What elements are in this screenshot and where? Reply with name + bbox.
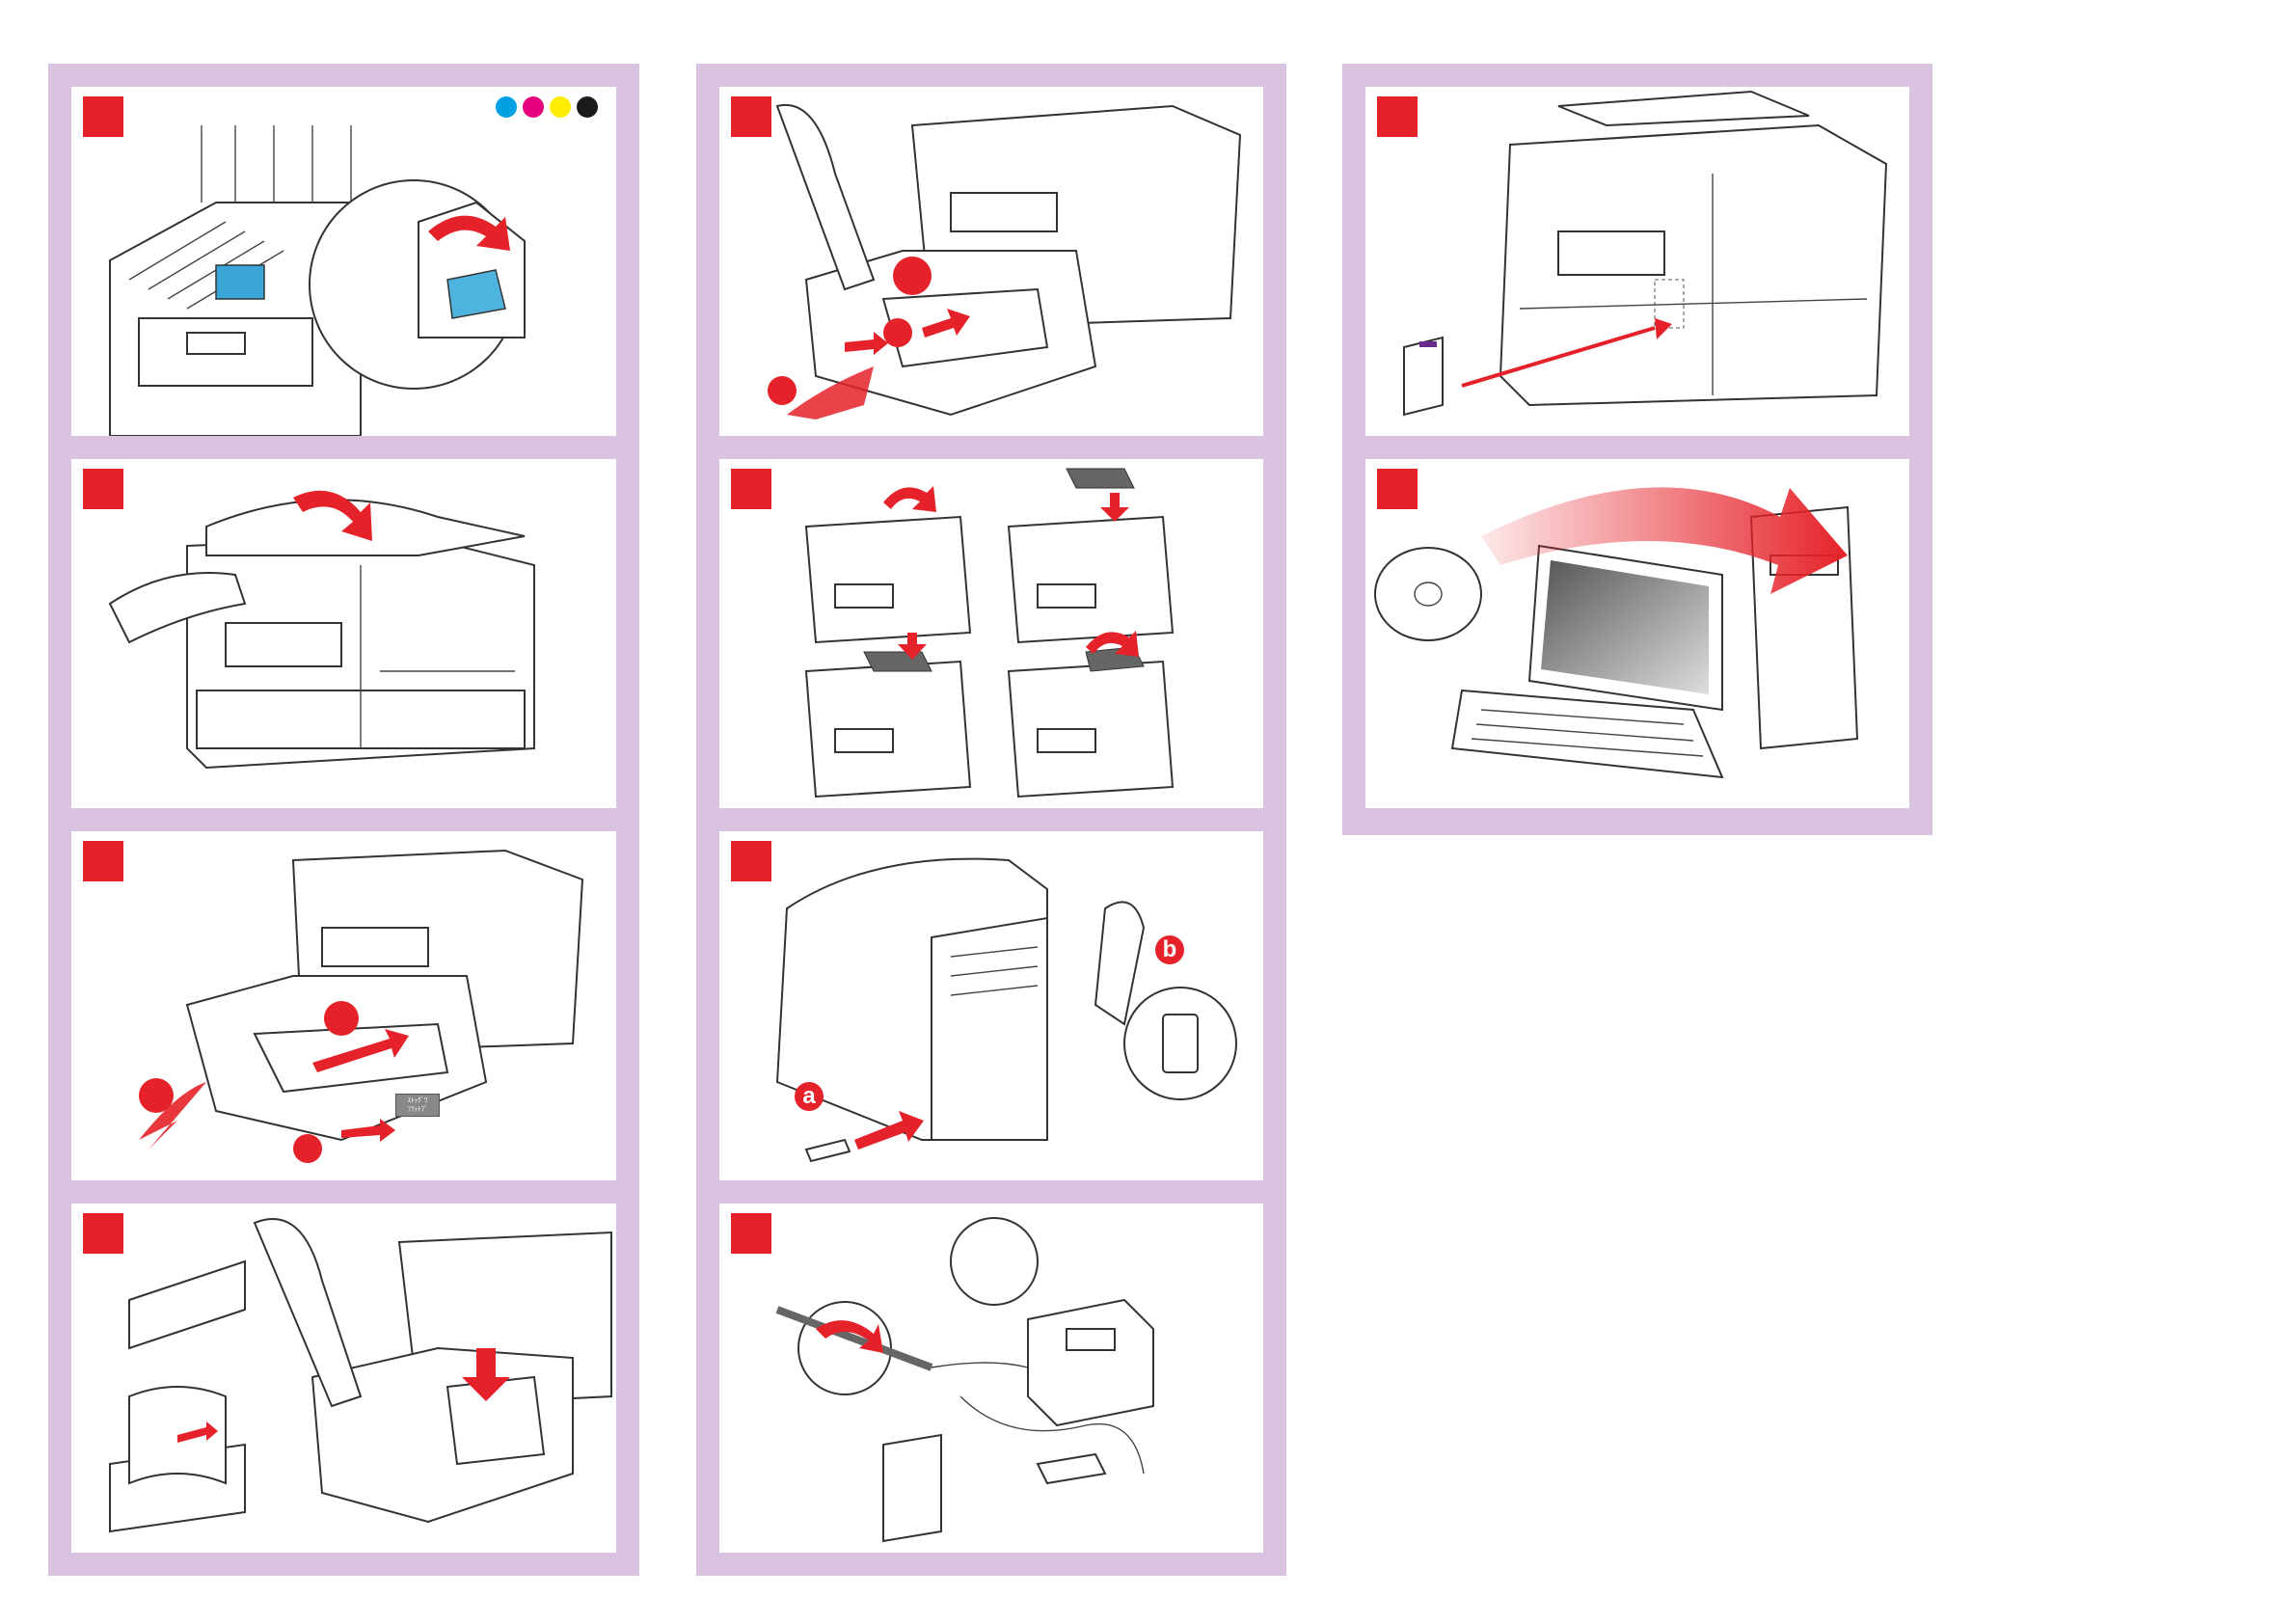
power-cord-icon (806, 1140, 850, 1161)
step-marker (1377, 469, 1418, 509)
printer-icon (71, 459, 616, 808)
panel-load-paper (71, 1204, 616, 1553)
printer-icon (1365, 87, 1909, 436)
callout-dot-2 (139, 1078, 174, 1113)
toner-dot-black (577, 96, 598, 118)
tray-label-sticker: ｽﾄｯｸﾞﾜ ﾌﾗｯﾄﾌﾞ (395, 1094, 440, 1117)
computer-icon (883, 1435, 941, 1541)
panel-close-cover (71, 459, 616, 808)
tray-label-line-2: ﾌﾗｯﾄﾌﾞ (398, 1105, 437, 1114)
panel-open-tray: ｽﾄｯｸﾞﾜ ﾌﾗｯﾄﾌﾞ (71, 831, 616, 1180)
step-marker (1377, 96, 1418, 137)
step-marker (731, 1213, 771, 1254)
paper-stack-icon (71, 1204, 616, 1553)
label-b: b (1155, 935, 1184, 964)
usb-cable-icon (719, 1204, 1263, 1553)
panel-adjust-guides (719, 87, 1263, 436)
step-marker (731, 841, 771, 881)
toner-dot-cyan (496, 96, 517, 118)
step-marker (731, 469, 771, 509)
panel-support-flap (719, 459, 1263, 808)
callout-dot-1 (893, 257, 932, 295)
panel-manual (1365, 87, 1909, 436)
callout-dot-2 (883, 318, 912, 347)
panel-software-install (1365, 459, 1909, 808)
panel-toner-install (71, 87, 616, 436)
callout-dot-3 (768, 376, 797, 405)
panel-connect-cables (719, 1204, 1263, 1553)
step-marker (83, 469, 123, 509)
step-marker (83, 1213, 123, 1254)
tray-label-line-1: ｽﾄｯｸﾞﾜ (398, 1096, 437, 1105)
toner-dot-magenta (523, 96, 544, 118)
callout-dot-1 (324, 1001, 359, 1036)
step-marker (83, 841, 123, 881)
step-marker (83, 96, 123, 137)
printer-icon (719, 831, 1263, 1180)
panel-connect-power: a b (719, 831, 1263, 1180)
computer-icon (1365, 459, 1909, 808)
printer-icon (71, 87, 616, 436)
cd-icon (1375, 548, 1481, 640)
callout-dot-3 (293, 1134, 322, 1163)
network-hub-icon (1038, 1454, 1105, 1483)
toner-dot-yellow (550, 96, 571, 118)
step-marker (731, 96, 771, 137)
manual-booklet-icon (1404, 338, 1443, 415)
label-a: a (795, 1082, 824, 1111)
paper-tray-icon (719, 87, 1263, 436)
printer-icon (719, 459, 1263, 808)
